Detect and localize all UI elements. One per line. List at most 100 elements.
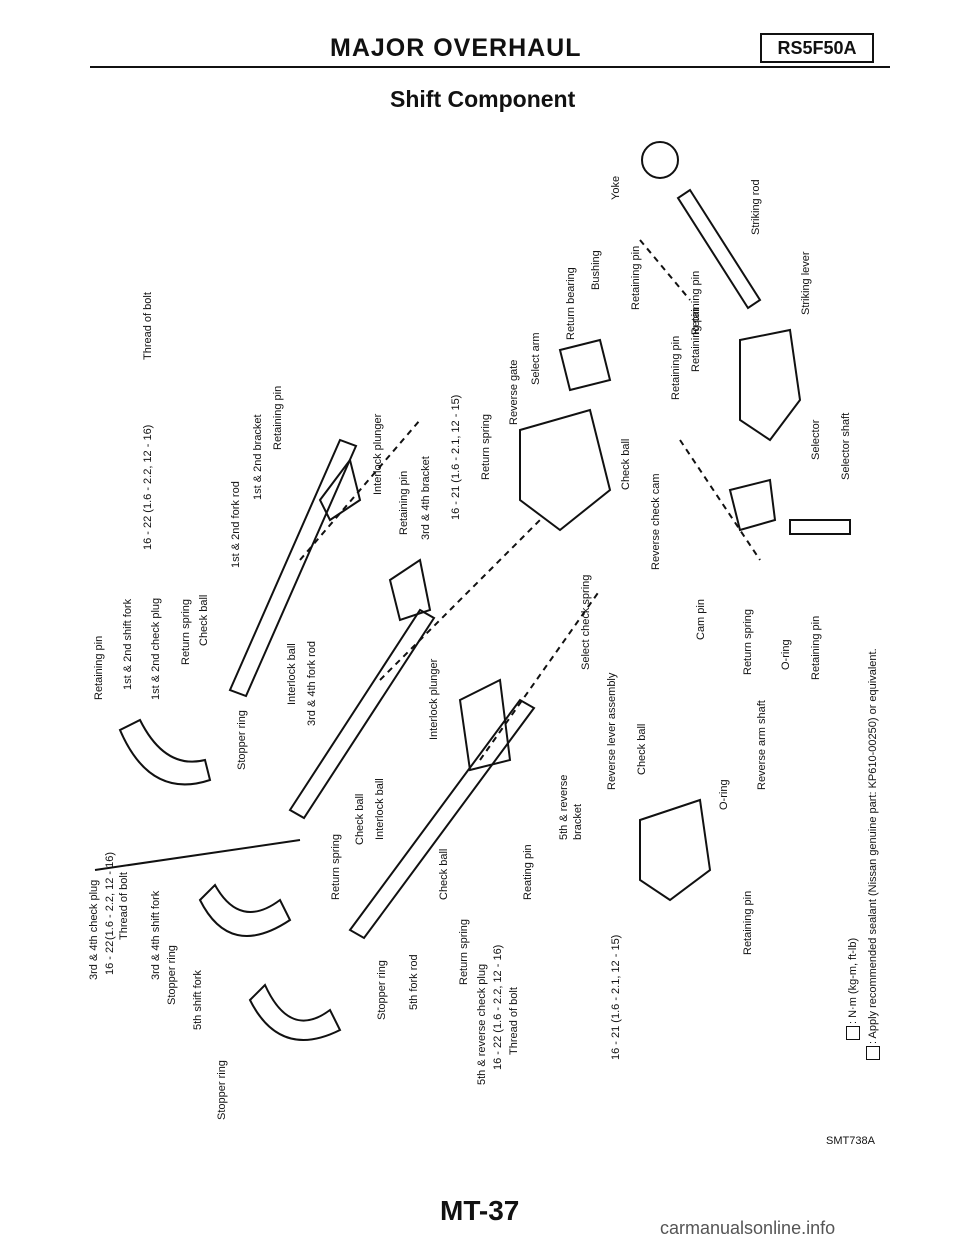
label-reverse-gate: Reverse gate: [508, 359, 520, 425]
page-title: Shift Component: [390, 86, 576, 112]
label-cam-pin: Cam pin: [695, 599, 707, 640]
first-second-bracket-shape: [318, 457, 362, 522]
label-return-spring: Return spring: [480, 413, 492, 480]
label-selector-shaft: Selector shaft: [840, 412, 852, 480]
label-retaining-pin: Retaining pin: [690, 307, 702, 372]
label-fifth-fork-rod: 5th fork rod: [408, 954, 420, 1010]
label-third-fourth-bracket: 3rd & 4th bracket: [420, 456, 432, 540]
selector-shape: [728, 478, 777, 532]
third-fourth-bracket-shape: [388, 558, 432, 622]
first-second-shift-fork-shape: [118, 718, 212, 786]
label-torque-bracket: 16 - 21 (1.6 - 2.1, 12 - 15): [450, 394, 462, 520]
label-first-second-check-plug: 1st & 2nd check plug: [150, 597, 162, 700]
assembly-line: [639, 239, 691, 301]
page-number: MT-37: [440, 1195, 520, 1226]
label-check-ball: Check ball: [636, 723, 648, 775]
label-torque-thread-bolt: 16 - 22 (1.6 - 2.2, 12 - 16): [142, 424, 154, 550]
fifth-shift-fork-shape: [248, 983, 342, 1041]
label-return-spring: Return spring: [330, 833, 342, 900]
label-interlock-ball: Interlock ball: [374, 778, 386, 840]
label-retaining-pin: Retaining pin: [272, 385, 284, 450]
label-torque: 16 - 22 (1.6 - 2.2, 12 - 16): [492, 944, 504, 1070]
third-fourth-shift-fork-shape: [198, 883, 292, 937]
section-title: MAJOR OVERHAUL: [330, 34, 582, 62]
label-stopper-ring: Stopper ring: [376, 960, 388, 1020]
label-select-check-spring: Select check spring: [580, 574, 592, 670]
fifth-reverse-bracket-shape: [458, 678, 512, 772]
label-return-spring: Return spring: [742, 608, 754, 675]
first-second-fork-rod-shape: [228, 438, 358, 698]
label-return-spring: Return spring: [180, 598, 192, 665]
label-o-ring: O-ring: [780, 639, 792, 670]
label-stopper-ring: Stopper ring: [216, 1060, 228, 1120]
label-third-fourth-shift-fork: 3rd & 4th shift fork: [150, 890, 162, 980]
label-first-second-fork-rod: 1st & 2nd fork rod: [230, 481, 242, 568]
label-thread-of-bolt: Thread of bolt: [118, 872, 130, 940]
label-striking-lever: Striking lever: [800, 251, 812, 315]
figure-code: SMT738A: [826, 1135, 875, 1147]
label-reating-pin: Reating pin: [522, 844, 534, 900]
watermark: carmanualsonline.info: [660, 1218, 836, 1238]
label-interlock-plunger: Interlock plunger: [372, 413, 384, 495]
label-first-second-bracket: 1st & 2nd bracket: [252, 414, 264, 500]
label-retaining-pin: Retaining pin: [398, 470, 410, 535]
reverse-gate-shape: [519, 408, 612, 532]
label-retaining-pin: Retaining pin: [810, 615, 822, 680]
label-retaining-pin: Retaining pin: [630, 245, 642, 310]
label-check-ball: Check ball: [438, 848, 450, 900]
selector-shaft-shape: [789, 519, 851, 535]
label-fifth-reverse-bracket: 5th & reverse: [558, 774, 570, 840]
legend-sealant: : Apply recommended sealant (Nissan genu…: [866, 648, 880, 1060]
label-selector: Selector: [810, 419, 822, 460]
label-bushing: Bushing: [590, 250, 602, 290]
label-fifth-reverse-bracket-b: bracket: [572, 803, 584, 840]
label-retaining-pin: Retaining pin: [742, 890, 754, 955]
label-retaining-pin: Retaining pin: [93, 635, 105, 700]
label-interlock-plunger: Interlock plunger: [428, 658, 440, 740]
header-rule: [90, 66, 890, 68]
label-torque: 16 - 22: [104, 940, 116, 975]
model-badge: RS5F50A: [760, 33, 874, 63]
legend-torque-unit: : N·m (kg-m, ft-lb): [846, 938, 860, 1040]
label-reverse-lever-assembly: Reverse lever assembly: [606, 672, 618, 790]
assembly-line: [679, 439, 761, 561]
label-thread-of-bolt: Thread of bolt: [508, 987, 520, 1055]
reverse-lever-shape: [639, 798, 712, 902]
torque-icon: [846, 1026, 860, 1040]
label-third-fourth-check-plug: 3rd & 4th check plug: [88, 879, 100, 980]
label-reverse-arm-shaft: Reverse arm shaft: [756, 700, 768, 790]
striking-rod-shape: [676, 188, 762, 310]
leader-line: [94, 839, 301, 871]
label-torque: 16 - 21 (1.6 - 2.1, 12 - 15): [610, 934, 622, 1060]
label-stopper-ring: Stopper ring: [236, 710, 248, 770]
label-o-ring: O-ring: [718, 779, 730, 810]
label-check-ball: Check ball: [620, 438, 632, 490]
label-thread-of-bolt: Thread of bolt: [142, 292, 154, 360]
third-fourth-fork-rod-shape: [288, 608, 436, 820]
assembly-line: [379, 519, 541, 681]
label-torque-sub: (1.6 - 2.2, 12 - 16): [104, 851, 116, 940]
label-interlock-ball: Interlock ball: [286, 643, 298, 705]
label-striking-rod: Striking rod: [750, 179, 762, 235]
label-return-bearing: Return bearing: [565, 267, 577, 340]
fifth-fork-rod-shape: [348, 698, 536, 940]
label-retaining-pin: Retaining pin: [670, 335, 682, 400]
label-fifth-reverse-check-plug: 5th & reverse check plug: [476, 963, 488, 1085]
label-check-ball: Check ball: [354, 793, 366, 845]
label-check-ball: Check ball: [198, 594, 210, 646]
yoke-shape: [641, 141, 679, 179]
label-yoke: Yoke: [610, 175, 622, 200]
select-arm-shape: [558, 338, 612, 392]
sealant-icon: [866, 1046, 880, 1060]
label-reverse-check-cam: Reverse check cam: [650, 473, 662, 570]
label-first-second-shift-fork: 1st & 2nd shift fork: [122, 598, 134, 690]
assembly-line: [299, 419, 421, 561]
label-return-spring: Return spring: [458, 918, 470, 985]
label-stopper-ring: Stopper ring: [166, 945, 178, 1005]
label-fifth-shift-fork: 5th shift fork: [192, 970, 204, 1030]
assembly-line: [479, 589, 601, 761]
label-third-fourth-fork-rod: 3rd & 4th fork rod: [306, 641, 318, 726]
striking-lever-shape: [739, 328, 802, 442]
label-select-arm: Select arm: [530, 332, 542, 385]
